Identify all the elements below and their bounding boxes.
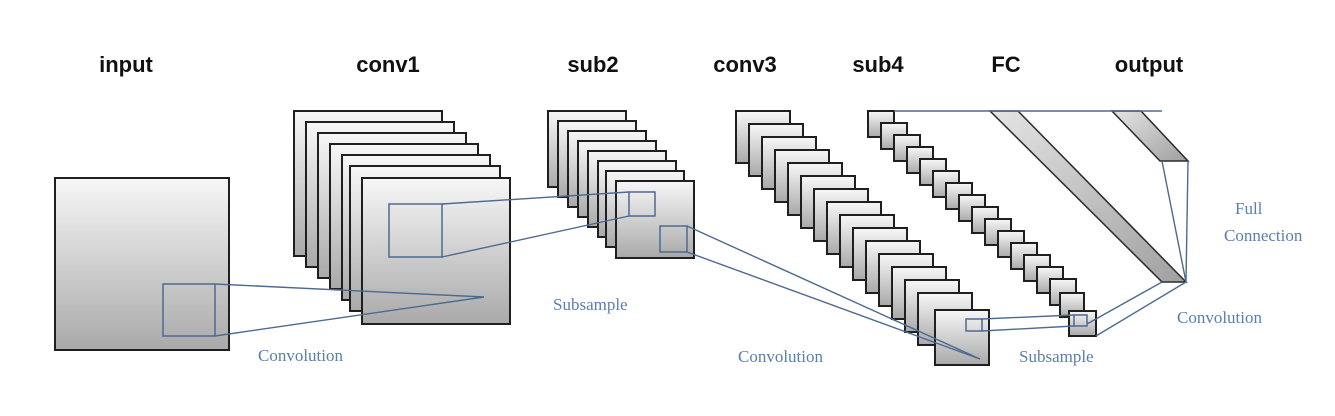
label-subsample-1: Subsample: [553, 295, 628, 314]
conv1-receptive-field: [388, 203, 443, 258]
layer-title-sub4: sub4: [852, 52, 904, 77]
label-subsample-2: Subsample: [1019, 347, 1094, 366]
sub2-pool-field: [628, 191, 656, 217]
sub4-pool-field: [1073, 314, 1088, 327]
sub2-feature-maps: [547, 110, 695, 259]
conv1-feature-maps: [293, 110, 511, 325]
layer-title-fc: FC: [991, 52, 1021, 77]
conv3-receptive-field: [965, 318, 983, 332]
label-convolution-3: Convolution: [1177, 308, 1263, 327]
label-full-connection-line2: Connection: [1224, 226, 1303, 245]
connector-lines: [214, 110, 1189, 360]
input-map: [54, 177, 230, 351]
output-layer-bar: [1110, 110, 1190, 162]
label-full-connection-line1: Full: [1235, 199, 1263, 218]
label-convolution-2: Convolution: [738, 347, 824, 366]
label-convolution-1: Convolution: [258, 346, 344, 365]
layer-title-conv1: conv1: [356, 52, 420, 77]
layer-title-output: output: [1114, 52, 1184, 77]
conv3-feature-maps: [735, 110, 990, 366]
layer-title-input: input: [99, 52, 153, 77]
layer-title-sub2: sub2: [567, 52, 619, 77]
input-receptive-field: [162, 283, 216, 337]
layer-title-conv3: conv3: [713, 52, 777, 77]
sub2-receptive-field: [659, 225, 688, 253]
